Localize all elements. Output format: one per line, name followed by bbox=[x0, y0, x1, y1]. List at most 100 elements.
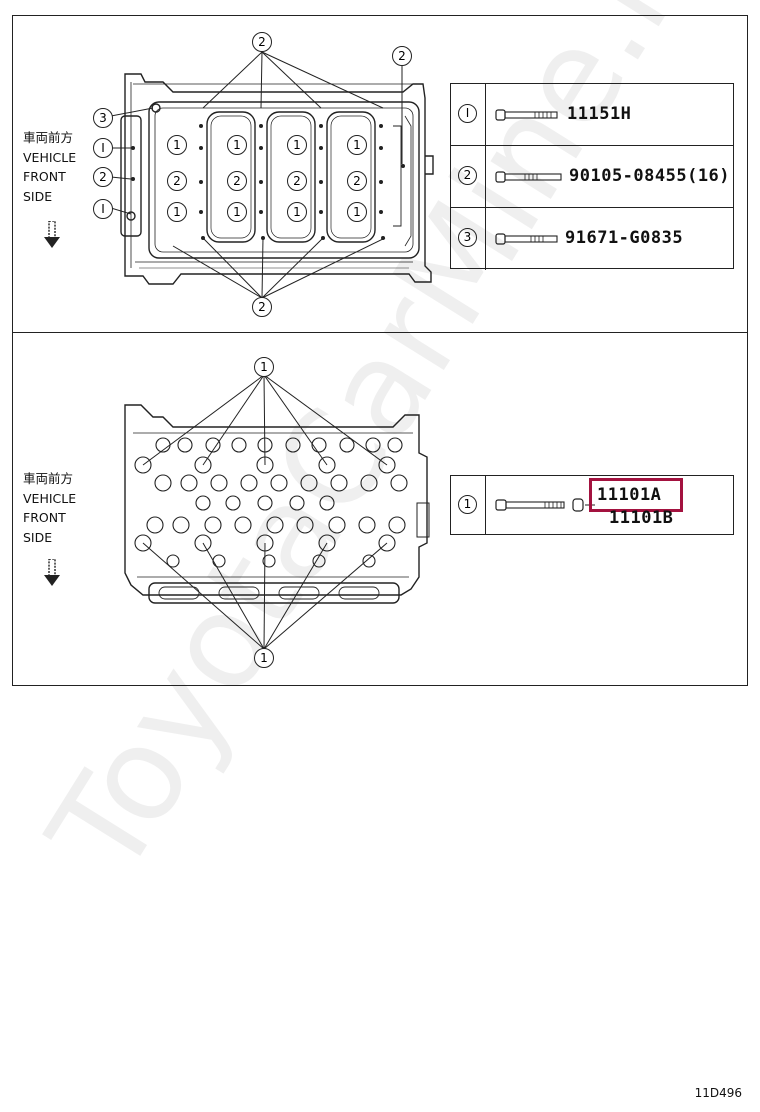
label-line: SIDE bbox=[23, 188, 53, 204]
head-hole bbox=[204, 516, 222, 534]
label-line: 車両前方 bbox=[23, 471, 74, 486]
head-bolt-icon bbox=[495, 498, 595, 512]
head-hole bbox=[134, 534, 152, 552]
head-hole bbox=[134, 456, 152, 474]
inner-bolt-1: 1 bbox=[347, 202, 367, 222]
head-hole bbox=[311, 437, 327, 453]
head-hole bbox=[296, 516, 314, 534]
callout-bolt-2: 2 bbox=[252, 32, 272, 52]
head-hole bbox=[195, 495, 211, 511]
part-number[interactable]: 11151H bbox=[567, 104, 632, 124]
inner-bolt-1: 1 bbox=[167, 202, 187, 222]
cylinder-head-cover-drawing bbox=[110, 51, 434, 299]
head-hole bbox=[225, 495, 241, 511]
inner-bolt-1: 1 bbox=[287, 135, 307, 155]
inner-bolt-1: 1 bbox=[227, 202, 247, 222]
label-line: FRONT bbox=[23, 169, 66, 184]
head-hole bbox=[180, 474, 198, 492]
highlighted-part-box bbox=[589, 478, 683, 512]
head-hole bbox=[318, 456, 336, 474]
head-hole bbox=[362, 554, 376, 568]
callout-bolt-3: 3 bbox=[93, 108, 113, 128]
part-number[interactable]: 91671-G0835 bbox=[565, 228, 684, 248]
index-cell: 2 bbox=[451, 146, 486, 207]
parts-row[interactable]: 3 91671-G0835 bbox=[451, 208, 733, 270]
parts-row[interactable]: I 11151H bbox=[451, 84, 733, 146]
inner-bolt-2: 2 bbox=[347, 171, 367, 191]
inner-bolt-1: 1 bbox=[167, 135, 187, 155]
index-cell: 3 bbox=[451, 208, 486, 270]
head-hole bbox=[387, 437, 403, 453]
cylinder-head-drawing bbox=[124, 374, 430, 650]
parts-row[interactable]: 2 90105-08455(16) bbox=[451, 146, 733, 208]
head-hole bbox=[388, 516, 406, 534]
callout-bolt-2: 2 bbox=[252, 297, 272, 317]
callout-bolt-1: I bbox=[93, 199, 113, 219]
vehicle-front-label: 車両前方 VEHICLE FRONT SIDE bbox=[23, 128, 76, 206]
head-hole bbox=[289, 495, 305, 511]
head-hole bbox=[257, 495, 273, 511]
parts-table-bottom: 1 11101A 11101B bbox=[450, 475, 734, 535]
head-hole bbox=[300, 474, 318, 492]
head-hole bbox=[360, 474, 378, 492]
down-arrow-icon bbox=[44, 221, 60, 248]
head-hole bbox=[234, 516, 252, 534]
head-hole bbox=[358, 516, 376, 534]
parts-row[interactable]: 1 11101A 11101B bbox=[451, 476, 733, 534]
inner-bolt-2: 2 bbox=[167, 171, 187, 191]
head-hole bbox=[378, 456, 396, 474]
index-circle: 2 bbox=[458, 166, 477, 185]
head-hole bbox=[285, 437, 301, 453]
index-circle: 3 bbox=[458, 228, 477, 247]
index-circle: I bbox=[458, 104, 477, 123]
head-hole bbox=[205, 437, 221, 453]
label-line: VEHICLE bbox=[23, 149, 77, 165]
head-hole bbox=[212, 554, 226, 568]
head-hole bbox=[339, 437, 355, 453]
inner-bolt-2: 2 bbox=[287, 171, 307, 191]
head-hole bbox=[154, 474, 172, 492]
part-number-highlighted[interactable]: 11101A bbox=[597, 485, 662, 505]
head-hole bbox=[270, 474, 288, 492]
head-hole bbox=[390, 474, 408, 492]
head-hole bbox=[146, 516, 164, 534]
head-hole bbox=[231, 437, 247, 453]
parts-table-top: I 11151H 2 90105-08455(16) 3 bbox=[450, 83, 734, 270]
callout-bolt-2: 2 bbox=[392, 46, 412, 66]
callout-head-bolt: 1 bbox=[254, 357, 274, 377]
down-arrow-icon bbox=[44, 559, 60, 586]
label-line: SIDE bbox=[23, 529, 53, 545]
label-line: FRONT bbox=[23, 510, 66, 525]
head-hole bbox=[319, 495, 335, 511]
head-hole bbox=[210, 474, 228, 492]
index-cell: 1 bbox=[451, 476, 486, 534]
head-hole bbox=[194, 534, 212, 552]
head-hole bbox=[312, 554, 326, 568]
callout-head-bolt: 1 bbox=[254, 648, 274, 668]
head-hole bbox=[166, 554, 180, 568]
inner-bolt-1: 1 bbox=[347, 135, 367, 155]
top-panel: 車両前方 VEHICLE FRONT SIDE bbox=[12, 15, 748, 333]
part-number[interactable]: 90105-08455(16) bbox=[569, 166, 731, 186]
head-hole bbox=[172, 516, 190, 534]
head-hole bbox=[365, 437, 381, 453]
head-hole bbox=[177, 437, 193, 453]
callout-bolt-2: 2 bbox=[93, 167, 113, 187]
part-number-alt[interactable]: 11101B bbox=[609, 508, 674, 528]
head-hole bbox=[240, 474, 258, 492]
head-hole bbox=[378, 534, 396, 552]
bolt-icon bbox=[495, 233, 558, 245]
inner-bolt-2: 2 bbox=[227, 171, 247, 191]
label-line: 車両前方 bbox=[23, 130, 74, 145]
inner-bolt-1: 1 bbox=[287, 202, 307, 222]
head-hole bbox=[266, 516, 284, 534]
index-circle: 1 bbox=[458, 495, 477, 514]
vehicle-front-label: 車両前方 VEHICLE FRONT SIDE bbox=[23, 469, 76, 547]
head-hole bbox=[262, 554, 276, 568]
callout-bolt-1: I bbox=[93, 138, 113, 158]
index-cell: I bbox=[451, 84, 486, 145]
head-hole bbox=[318, 534, 336, 552]
bolt-icon bbox=[495, 109, 558, 121]
inner-bolt-1: 1 bbox=[227, 135, 247, 155]
label-line: VEHICLE bbox=[23, 490, 77, 506]
